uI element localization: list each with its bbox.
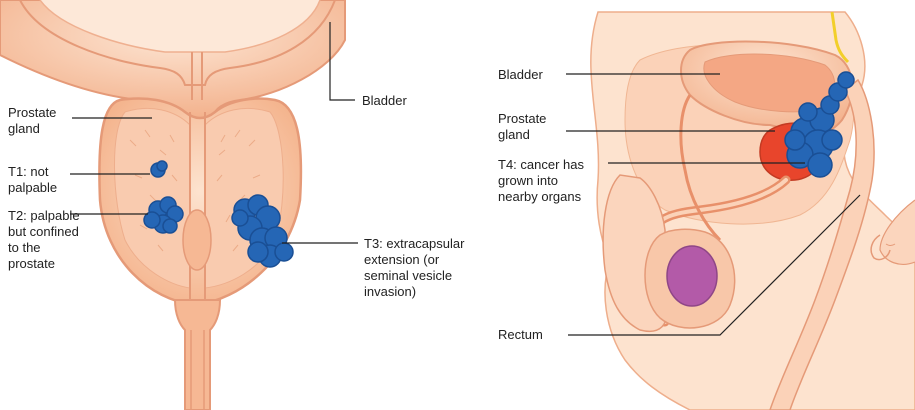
label-t4: T4: cancer has grown into nearby organs (498, 157, 584, 205)
right-anatomy (566, 12, 915, 410)
label-t2: T2: palpable but confined to the prostat… (8, 208, 80, 272)
label-bladder-right: Bladder (498, 67, 543, 83)
label-prostate-gland-right: Prostate gland (498, 111, 546, 143)
label-prostate-gland-left: Prostate gland (8, 105, 56, 137)
label-bladder-left: Bladder (362, 93, 407, 109)
testis (667, 246, 717, 306)
left-anatomy (0, 0, 358, 410)
label-t1: T1: not palpable (8, 164, 57, 196)
label-rectum: Rectum (498, 327, 543, 343)
label-t3: T3: extracapsular extension (or seminal … (364, 236, 464, 300)
